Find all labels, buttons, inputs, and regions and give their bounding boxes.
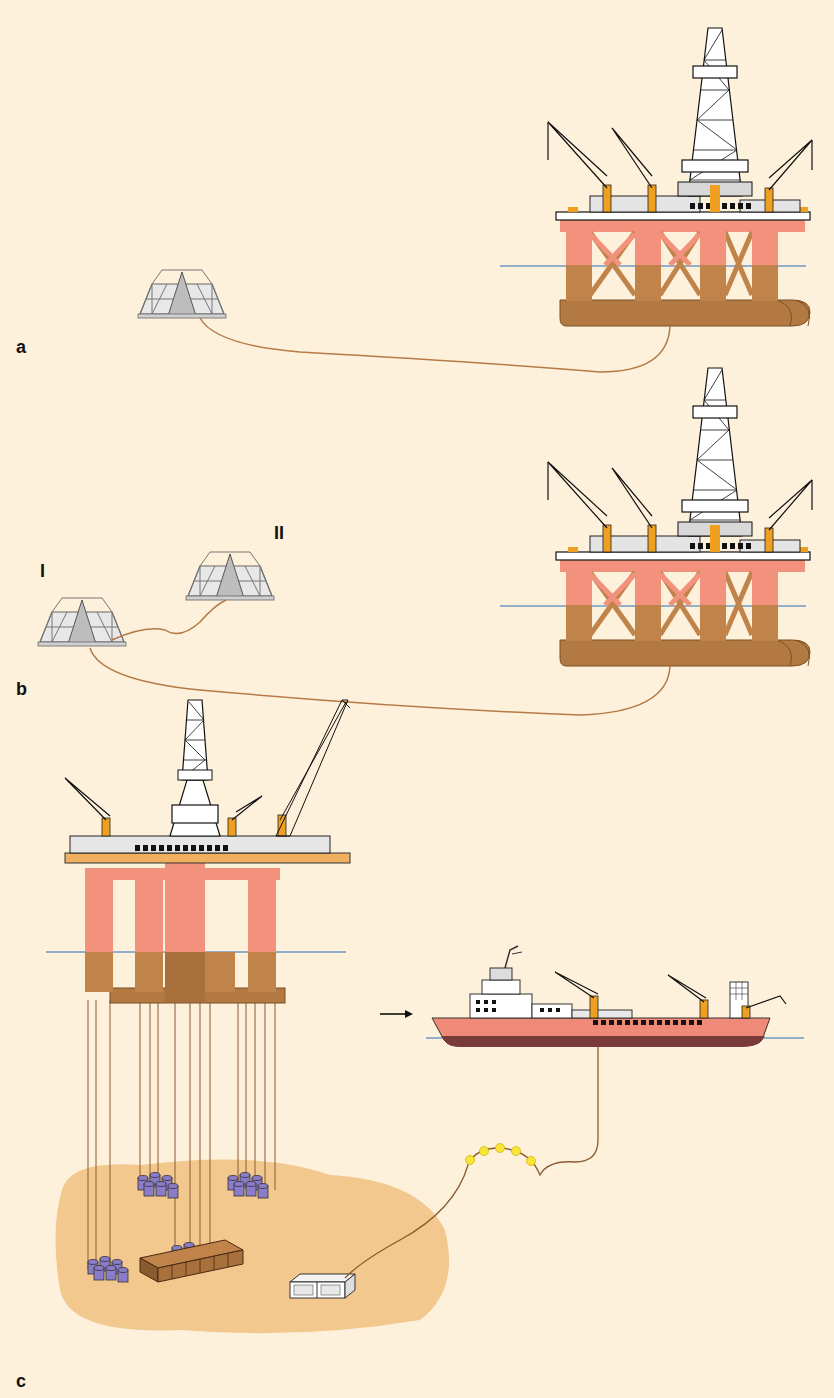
pile-foundation (138, 1173, 178, 1199)
panel-letter: c (16, 1372, 26, 1390)
flowline (200, 318, 670, 372)
panel-letter: a (16, 338, 26, 356)
template-number: I (40, 562, 45, 580)
panel-letter: b (16, 680, 27, 698)
panel-b (38, 368, 812, 715)
semi-submersible-rig (548, 28, 812, 326)
tendons (88, 1000, 275, 1270)
subsea-template (186, 552, 274, 600)
deck (65, 853, 350, 863)
columns (85, 862, 280, 1002)
pile-foundation (88, 1257, 128, 1283)
flexible-riser (345, 1046, 598, 1278)
subsea-template (138, 270, 226, 318)
buoyancy-modules (466, 1144, 536, 1166)
direction-arrow (380, 1010, 413, 1018)
panel-a (138, 28, 812, 372)
pile-foundation (228, 1173, 268, 1199)
production-ship (432, 946, 786, 1047)
subsea-template (38, 598, 126, 646)
panel-c (46, 700, 804, 1333)
semi-submersible-rig (548, 368, 812, 666)
template-number: II (274, 524, 284, 542)
flowline (90, 648, 670, 715)
production-template (140, 1240, 243, 1282)
flowline (112, 600, 226, 640)
